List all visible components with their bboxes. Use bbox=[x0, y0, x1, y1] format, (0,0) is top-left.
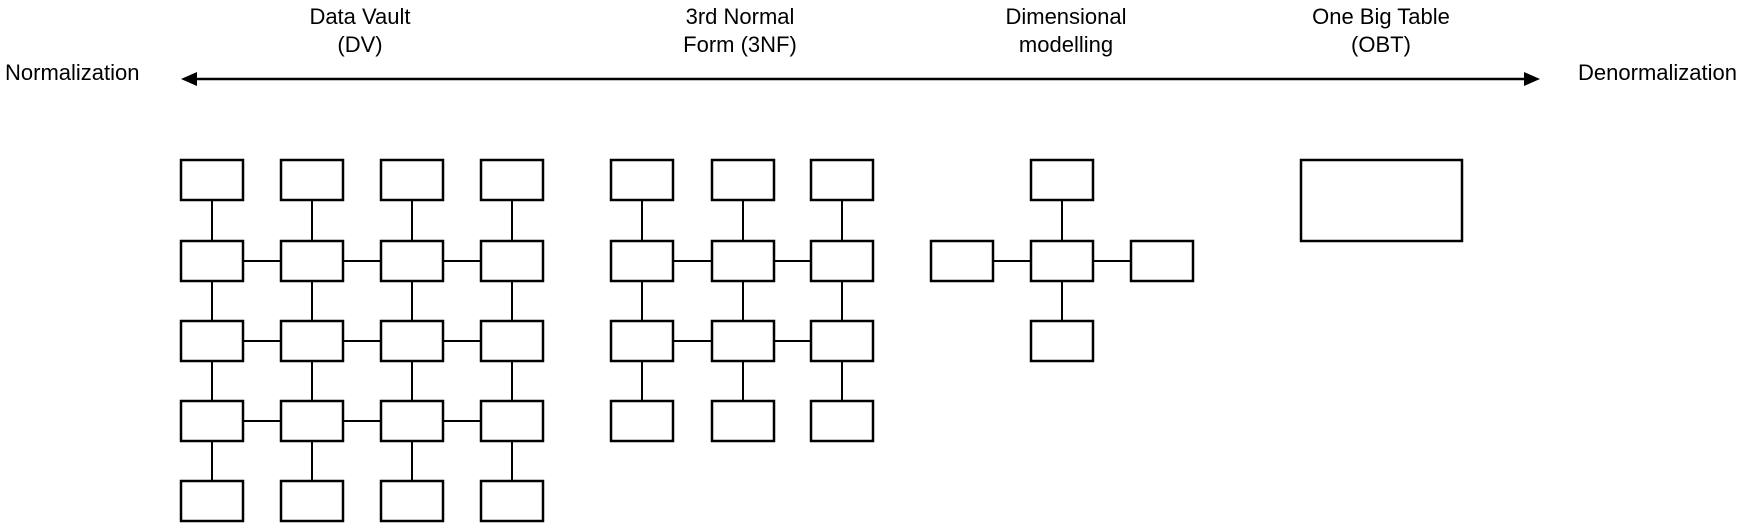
entity-box bbox=[609, 158, 675, 202]
entity-box bbox=[1129, 239, 1195, 283]
one-big-table-diagram bbox=[1299, 158, 1464, 243]
label-dimensional-modelling-line2: modelling bbox=[1019, 32, 1113, 57]
entity-box bbox=[379, 399, 445, 443]
entity-box bbox=[479, 319, 545, 363]
entity-box bbox=[929, 239, 995, 283]
label-third-normal-form-line2: Form (3NF) bbox=[683, 32, 797, 57]
entity-box bbox=[710, 399, 776, 443]
entity-box bbox=[479, 158, 545, 202]
entity-box bbox=[179, 319, 245, 363]
entity-box bbox=[1299, 158, 1464, 243]
dimensional-modelling-diagram bbox=[929, 158, 1195, 363]
entity-box bbox=[710, 239, 776, 283]
entity-box bbox=[1029, 319, 1095, 363]
entity-box bbox=[279, 479, 345, 523]
label-dimensional-modelling-line1: Dimensional bbox=[1005, 4, 1126, 29]
entity-box bbox=[179, 158, 245, 202]
third-normal-form-diagram bbox=[609, 158, 875, 443]
entity-box bbox=[479, 399, 545, 443]
entity-box bbox=[710, 158, 776, 202]
entity-box bbox=[179, 399, 245, 443]
entity-box bbox=[809, 399, 875, 443]
label-one-big-table-line1: One Big Table bbox=[1312, 4, 1450, 29]
approach-labels: Data Vault (DV) 3rd Normal Form (3NF) Di… bbox=[309, 4, 1449, 57]
label-data-vault-line2: (DV) bbox=[337, 32, 382, 57]
entity-box bbox=[179, 239, 245, 283]
label-data-vault-line1: Data Vault bbox=[309, 4, 410, 29]
entity-box bbox=[710, 319, 776, 363]
entity-box bbox=[379, 319, 445, 363]
normalization-denormalization-arrow bbox=[181, 72, 1540, 86]
entity-box bbox=[479, 479, 545, 523]
arrowhead-left-icon bbox=[181, 72, 197, 86]
entity-box bbox=[379, 239, 445, 283]
entity-box bbox=[609, 239, 675, 283]
entity-box bbox=[379, 479, 445, 523]
axis-right-label: Denormalization bbox=[1578, 60, 1737, 85]
entity-box bbox=[279, 399, 345, 443]
entity-box bbox=[279, 239, 345, 283]
entity-box bbox=[809, 319, 875, 363]
entity-box bbox=[609, 319, 675, 363]
entity-box bbox=[179, 479, 245, 523]
label-third-normal-form-line1: 3rd Normal bbox=[686, 4, 795, 29]
entity-box bbox=[1029, 158, 1095, 202]
entity-box bbox=[1029, 239, 1095, 283]
entity-box bbox=[809, 239, 875, 283]
diagram-shapes bbox=[179, 158, 1464, 523]
entity-box bbox=[809, 158, 875, 202]
entity-box bbox=[279, 158, 345, 202]
axis-left-label: Normalization bbox=[5, 60, 140, 85]
entity-box bbox=[479, 239, 545, 283]
entity-box bbox=[279, 319, 345, 363]
label-one-big-table-line2: (OBT) bbox=[1351, 32, 1411, 57]
data-vault-diagram bbox=[179, 158, 545, 523]
entity-box bbox=[379, 158, 445, 202]
entity-box bbox=[609, 399, 675, 443]
arrowhead-right-icon bbox=[1524, 72, 1540, 86]
